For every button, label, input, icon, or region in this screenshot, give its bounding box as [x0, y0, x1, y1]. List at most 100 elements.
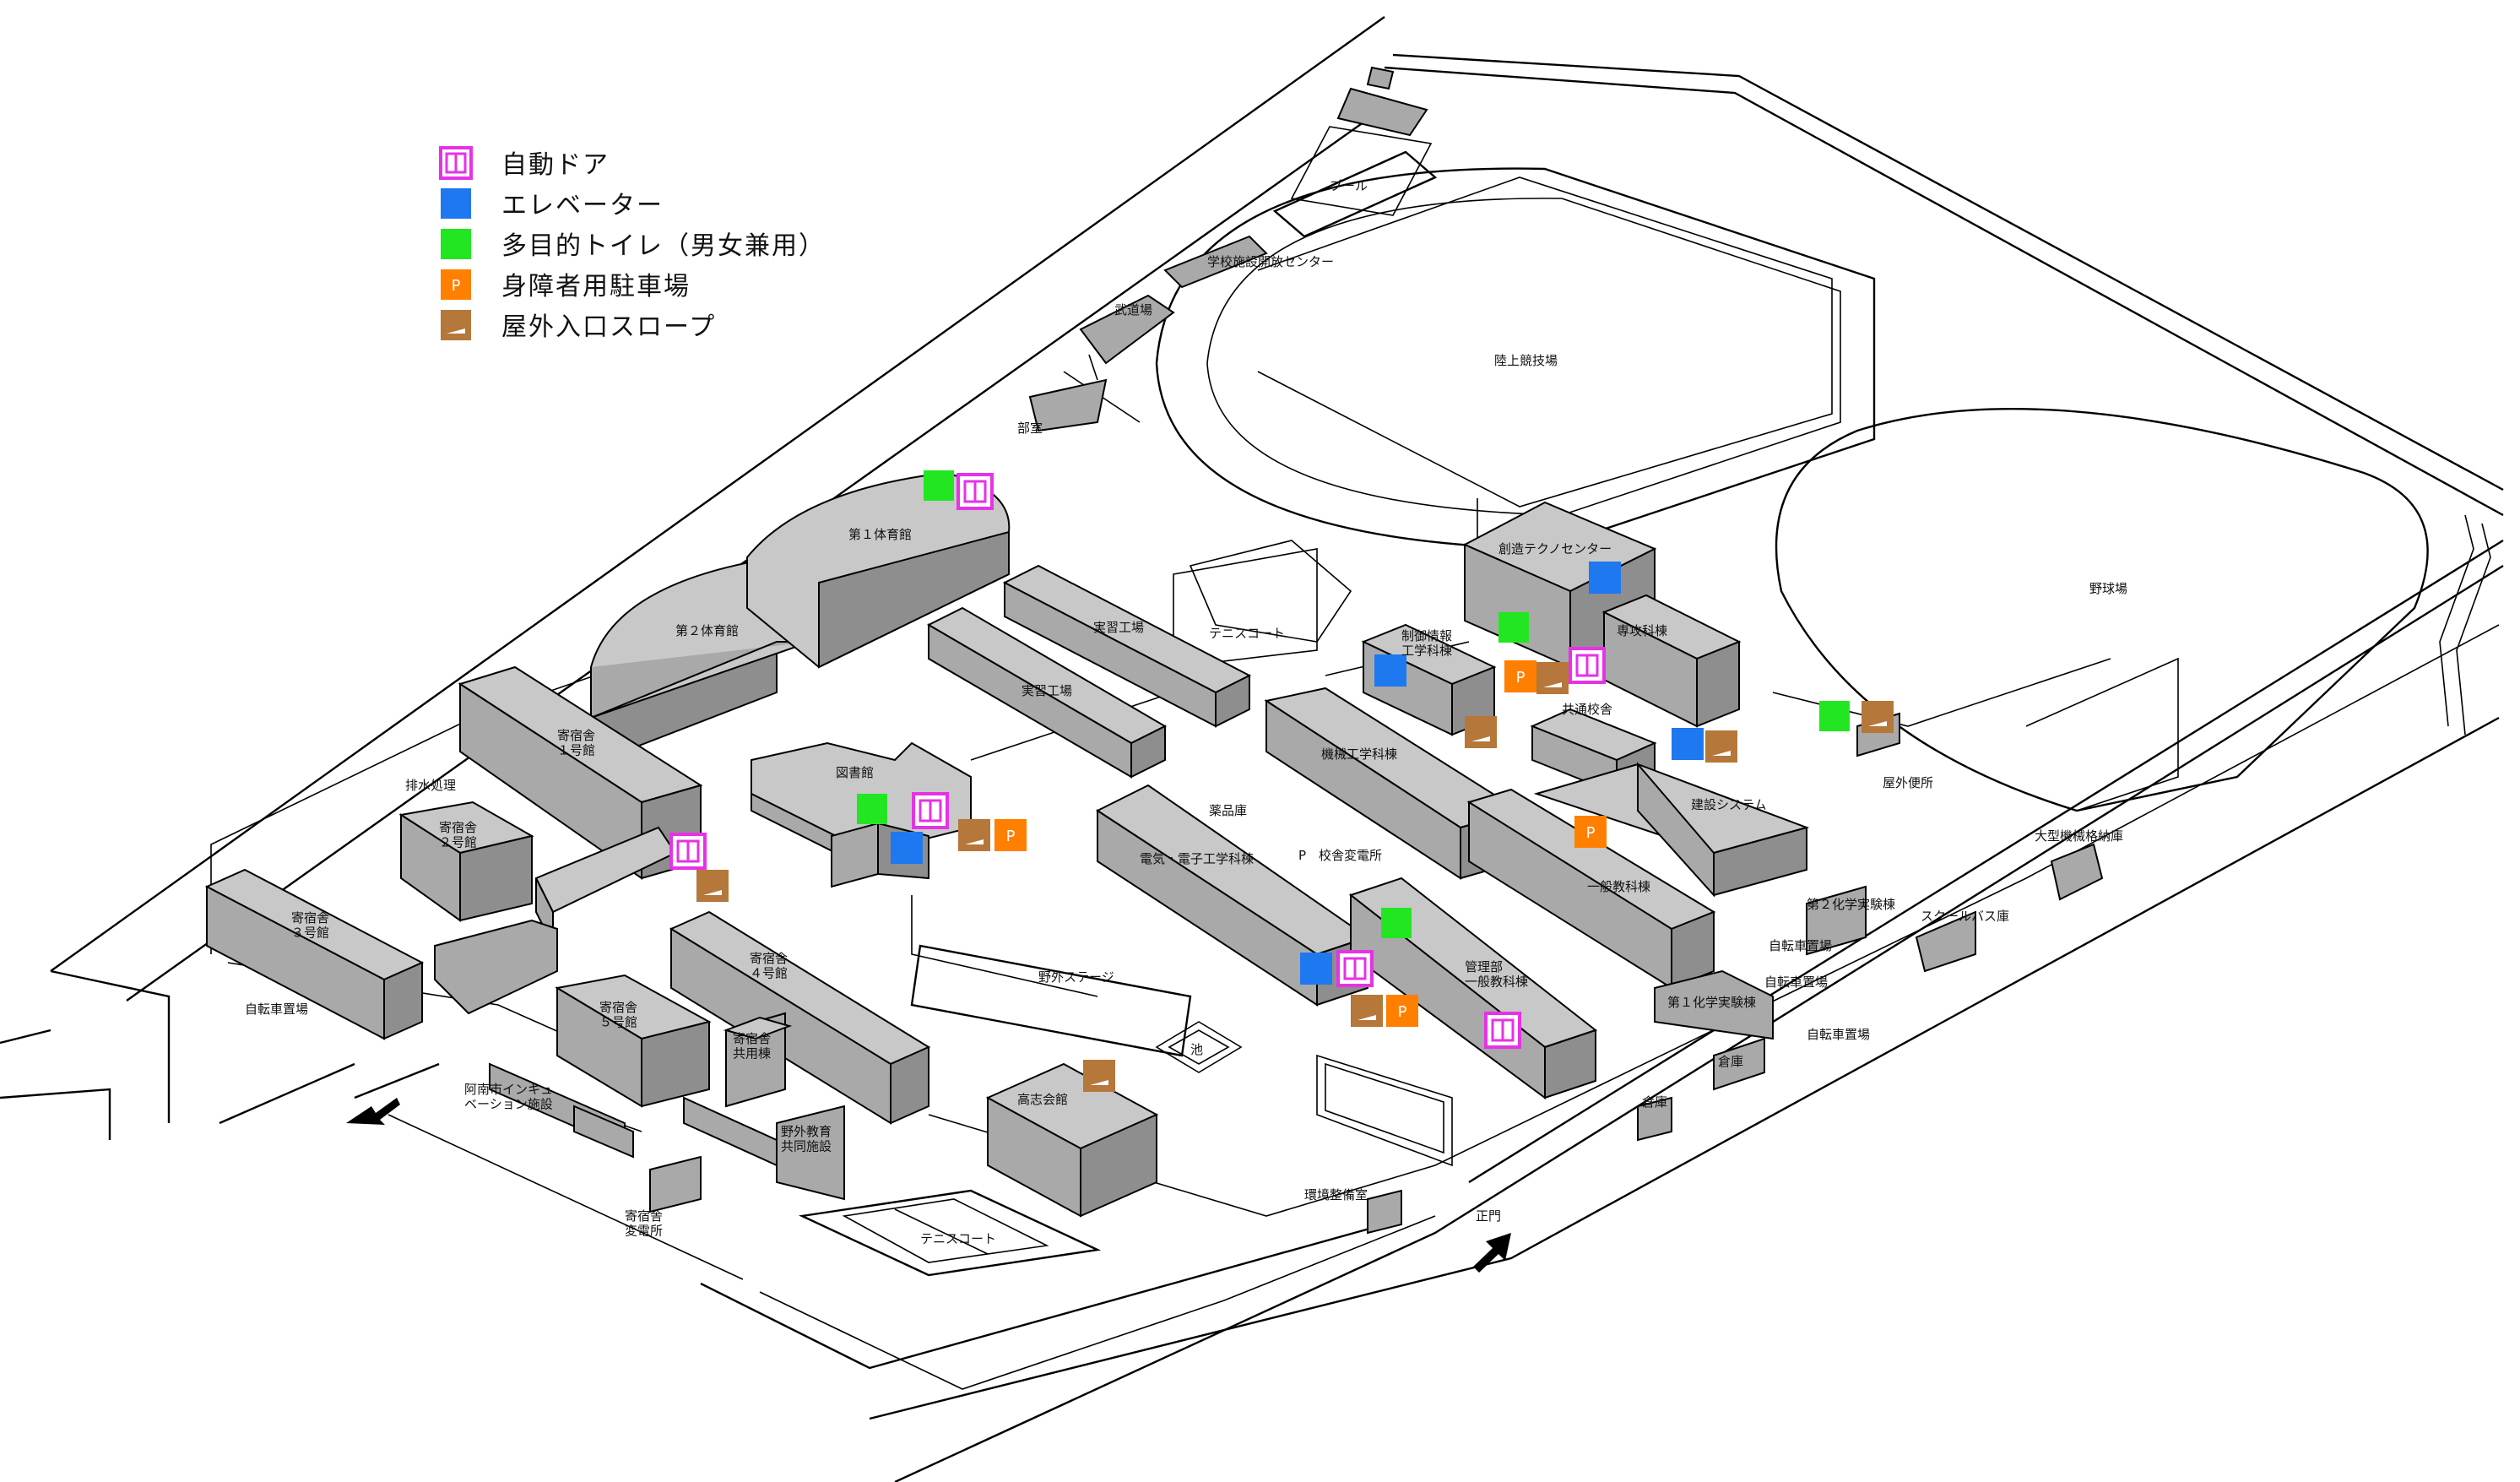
elevator-icon — [441, 188, 471, 219]
accessible-toilet-icon — [441, 229, 471, 259]
label-main-gate: 正門 — [1476, 1208, 1501, 1224]
label-pool: プール — [1330, 178, 1368, 193]
label-chem2: 第２化学実験棟 — [1807, 897, 1895, 912]
label-mech: 機械工学科棟 — [1321, 746, 1397, 762]
dorm5-building — [555, 974, 712, 1108]
label-bus: スクールバス庫 — [1921, 909, 2009, 924]
senko-building — [1601, 594, 1742, 728]
label-techno: 創造テクノセンター — [1498, 541, 1612, 556]
legend-label: エレベーター — [501, 191, 664, 220]
legend-item-parking: P 身障者用駐車場 — [441, 269, 691, 301]
label-substation: 校舎変電所 — [1319, 848, 1382, 863]
dorm2-building — [398, 801, 534, 922]
label-admin: 管理部一般教科棟 — [1465, 959, 1528, 989]
slope-marker — [696, 870, 729, 902]
parking-marker: P — [1386, 995, 1418, 1027]
label-open-center: 学校施設開放センター — [1207, 254, 1334, 269]
entrance-arrow-icon — [346, 1098, 400, 1125]
pool-building — [1336, 66, 1428, 137]
label-bike3: 自転車置場 — [1764, 974, 1828, 990]
workshop1-building — [1002, 564, 1252, 728]
accessibility-markers: P P P P — [669, 470, 1894, 1092]
label-bike1: 自転車置場 — [245, 1002, 308, 1017]
legend-label: 自動ドア — [501, 150, 610, 180]
label-general: 一般教科棟 — [1587, 879, 1650, 894]
label-chem1: 第１化学実験棟 — [1667, 995, 1756, 1010]
slope-marker — [1705, 730, 1737, 763]
label-gym2: 第２体育館 — [675, 623, 739, 638]
elevator-marker — [1300, 953, 1332, 985]
warehouse2-building — [1637, 1096, 1672, 1142]
label-koshikai: 高志会館 — [1017, 1092, 1068, 1107]
auto-door-marker — [669, 833, 707, 870]
label-gym1: 第１体育館 — [848, 527, 912, 542]
legend-item-toilet: 多目的トイレ（男女兼用） — [441, 229, 824, 261]
legend-label: 身障者用駐車場 — [501, 272, 691, 301]
slope-marker — [1351, 995, 1383, 1027]
buildings-layer — [204, 66, 2104, 1235]
label-chem-store: 薬品庫 — [1209, 803, 1247, 818]
svg-text:P: P — [1398, 1003, 1407, 1021]
label-warehouse1: 倉庫 — [1718, 1054, 1743, 1069]
label-dorm-common: 寄宿舎共用棟 — [733, 1031, 771, 1061]
label-waste: 排水処理 — [405, 778, 456, 793]
label-budokan: 武道場 — [1114, 302, 1152, 318]
label-bike4: 自転車置場 — [1807, 1027, 1870, 1042]
label-large-machine: 大型機械格納庫 — [2035, 828, 2123, 844]
slope-marker — [1536, 662, 1569, 694]
svg-text:P: P — [452, 277, 461, 295]
label-outdoor-edu: 野外教育共同施設 — [781, 1124, 832, 1154]
label-p-mark: P — [1298, 848, 1306, 863]
accessible-parking-icon: P — [441, 269, 471, 300]
label-dorm4: 寄宿舎４号館 — [750, 951, 788, 980]
slope-marker — [1862, 701, 1894, 733]
label-dorm2: 寄宿舎２号館 — [439, 820, 477, 850]
workshop2-building — [926, 606, 1168, 779]
elevator-marker — [1374, 654, 1406, 687]
outdoor-edu-building — [683, 1096, 845, 1201]
toilet-marker — [1498, 612, 1529, 643]
auto-door-marker — [1569, 647, 1606, 684]
toilet-marker — [1381, 908, 1412, 938]
chem2-building — [1806, 885, 1867, 956]
legend-label: 屋外入口スロープ — [501, 312, 716, 342]
budokan-building — [1079, 235, 1268, 365]
label-tennis1: テニスコート — [1209, 626, 1285, 641]
main-gate-arrow-icon — [1473, 1233, 1511, 1273]
warehouse1-building — [1713, 1037, 1765, 1091]
label-senko: 専攻科棟 — [1617, 623, 1667, 638]
auto-door-marker — [957, 473, 994, 510]
label-control: 制御情報工学科棟 — [1401, 628, 1452, 658]
label-library: 図書館 — [836, 765, 874, 780]
bus-garage-building — [1915, 910, 1976, 973]
label-dorm1: 寄宿舎１号館 — [557, 728, 595, 757]
parking-marker: P — [1574, 816, 1607, 848]
label-clubroom: 部室 — [1017, 421, 1043, 436]
outdoor-slope-icon — [441, 310, 471, 340]
label-outdoor-stage: 野外ステージ — [1038, 969, 1114, 985]
legend-item-slope: 屋外入口スロープ — [441, 310, 716, 342]
auto-door-marker — [1484, 1012, 1521, 1049]
slope-marker — [1465, 716, 1497, 748]
label-workshop1: 実習工場 — [1093, 620, 1144, 635]
automatic-door-icon — [439, 146, 473, 180]
construction-building — [1533, 762, 1810, 898]
dorm4-building — [669, 910, 931, 1125]
roads-layer — [0, 16, 2504, 1482]
gym1-building — [746, 471, 1011, 669]
label-dorm5: 寄宿舎５号館 — [599, 1000, 637, 1029]
label-baseball: 野球場 — [2089, 581, 2127, 596]
dorm3-building — [204, 868, 425, 1040]
toilet-marker — [1819, 701, 1850, 731]
dorm-common-building — [723, 1012, 793, 1108]
svg-text:P: P — [1006, 828, 1016, 845]
elevator-marker — [1589, 562, 1621, 594]
label-dorm3: 寄宿舎３号館 — [291, 910, 329, 940]
svg-text:P: P — [1516, 669, 1526, 687]
svg-text:P: P — [1586, 824, 1596, 842]
slope-marker — [1083, 1060, 1115, 1092]
label-env: 環境整備室 — [1304, 1187, 1368, 1202]
koshikai-building — [985, 1062, 1159, 1218]
label-track: 陸上競技場 — [1494, 353, 1558, 368]
